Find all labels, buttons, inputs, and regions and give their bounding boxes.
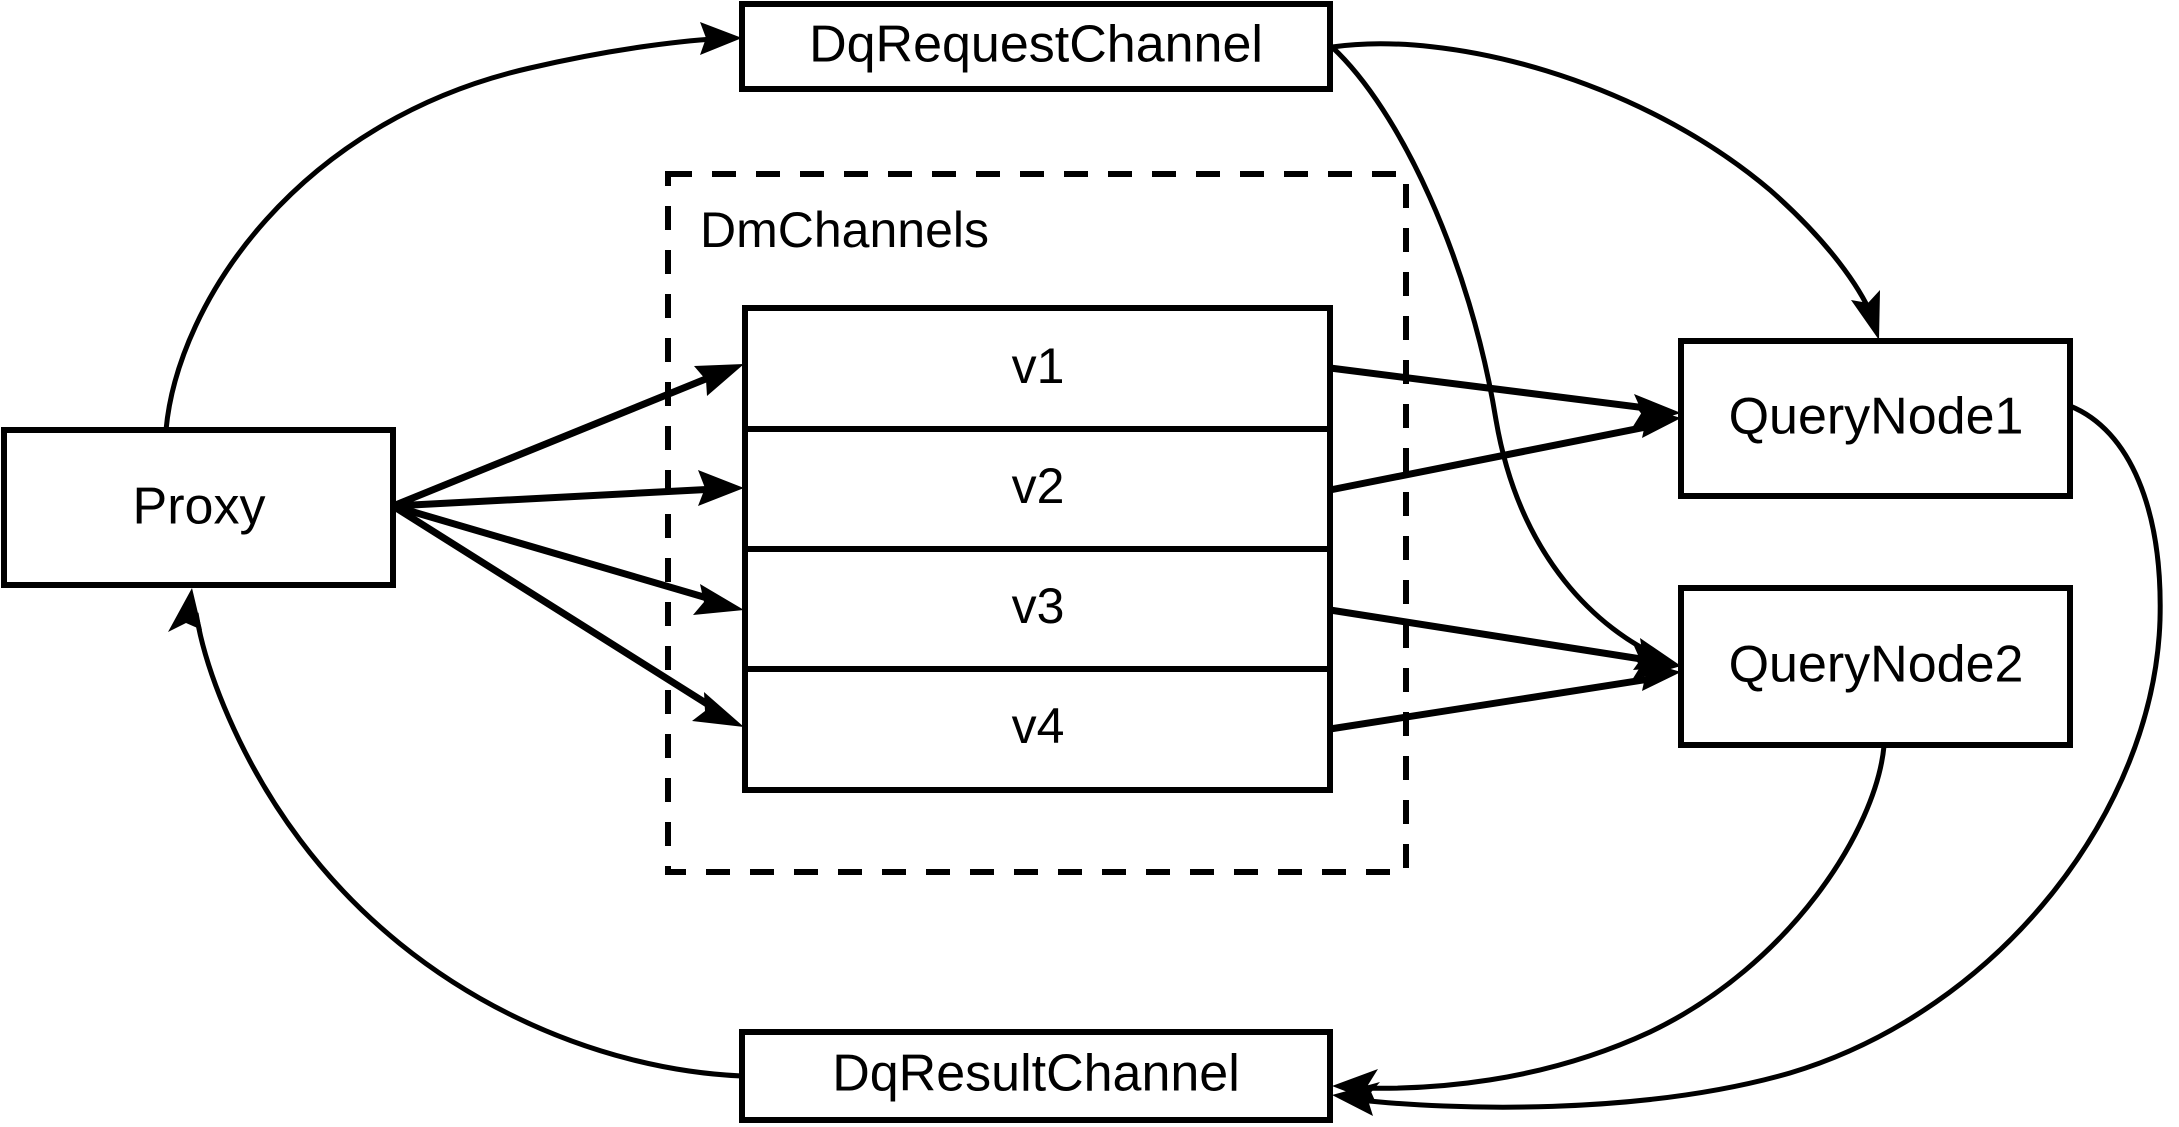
edge-v1-to-query-node-1 xyxy=(1329,364,1681,428)
edge-dq-result-channel-to-proxy xyxy=(168,588,743,1079)
dm-channel-label-v4: v4 xyxy=(1012,698,1065,754)
dm-channel-label-v2: v2 xyxy=(1012,458,1065,514)
edge-v4-to-query-node-2 xyxy=(1329,658,1681,733)
node-label-dq-result-channel: DqResultChannel xyxy=(832,1045,1240,1103)
edge-v2-to-query-node-1 xyxy=(1329,404,1681,494)
node-label-query-node-2: QueryNode2 xyxy=(1729,636,2024,694)
edge-query-node-2-to-dq-result-channel xyxy=(1332,745,1887,1103)
node-label-query-node-1: QueryNode1 xyxy=(1729,388,2024,446)
edge-proxy-to-v1 xyxy=(391,364,744,510)
dm-channel-label-v1: v1 xyxy=(1012,338,1065,394)
node-proxy[interactable]: Proxy xyxy=(1,427,396,588)
edge-proxy-to-v3 xyxy=(392,502,744,615)
node-query-node-1[interactable]: QueryNode1 xyxy=(1678,338,2073,499)
dm-channel-row-v4[interactable]: v4 xyxy=(1012,698,1065,754)
node-query-node-2[interactable]: QueryNode2 xyxy=(1678,585,2073,748)
node-dq-result-channel[interactable]: DqResultChannel xyxy=(739,1029,1333,1123)
edge-proxy-to-v4 xyxy=(391,503,744,727)
edge-dq-request-channel-to-query-node-1 xyxy=(1331,41,1880,340)
node-label-dq-request-channel: DqRequestChannel xyxy=(809,16,1263,74)
node-label-proxy: Proxy xyxy=(133,478,266,536)
edge-proxy-to-dq-request-channel xyxy=(163,22,742,431)
edge-query-node-1-to-dq-result-channel xyxy=(1332,403,2163,1116)
node-dq-request-channel[interactable]: DqRequestChannel xyxy=(739,1,1333,92)
dm-channel-row-v3[interactable]: v3 xyxy=(1012,578,1065,634)
dm-channel-label-v3: v3 xyxy=(1012,578,1065,634)
dm-channel-row-v1[interactable]: v1 xyxy=(1012,338,1065,394)
edge-v3-to-query-node-2 xyxy=(1329,606,1681,680)
dm-channels-table: v1 v2 v3 v4 xyxy=(742,305,1333,793)
dm-channels-group: DmChannels xyxy=(665,171,1409,875)
dm-channel-row-v2[interactable]: v2 xyxy=(1012,458,1065,514)
edge-proxy-to-v2 xyxy=(392,470,744,510)
dm-channels-group-label: DmChannels xyxy=(700,202,989,258)
edge-dq-request-channel-to-query-node-2 xyxy=(1330,45,1681,670)
